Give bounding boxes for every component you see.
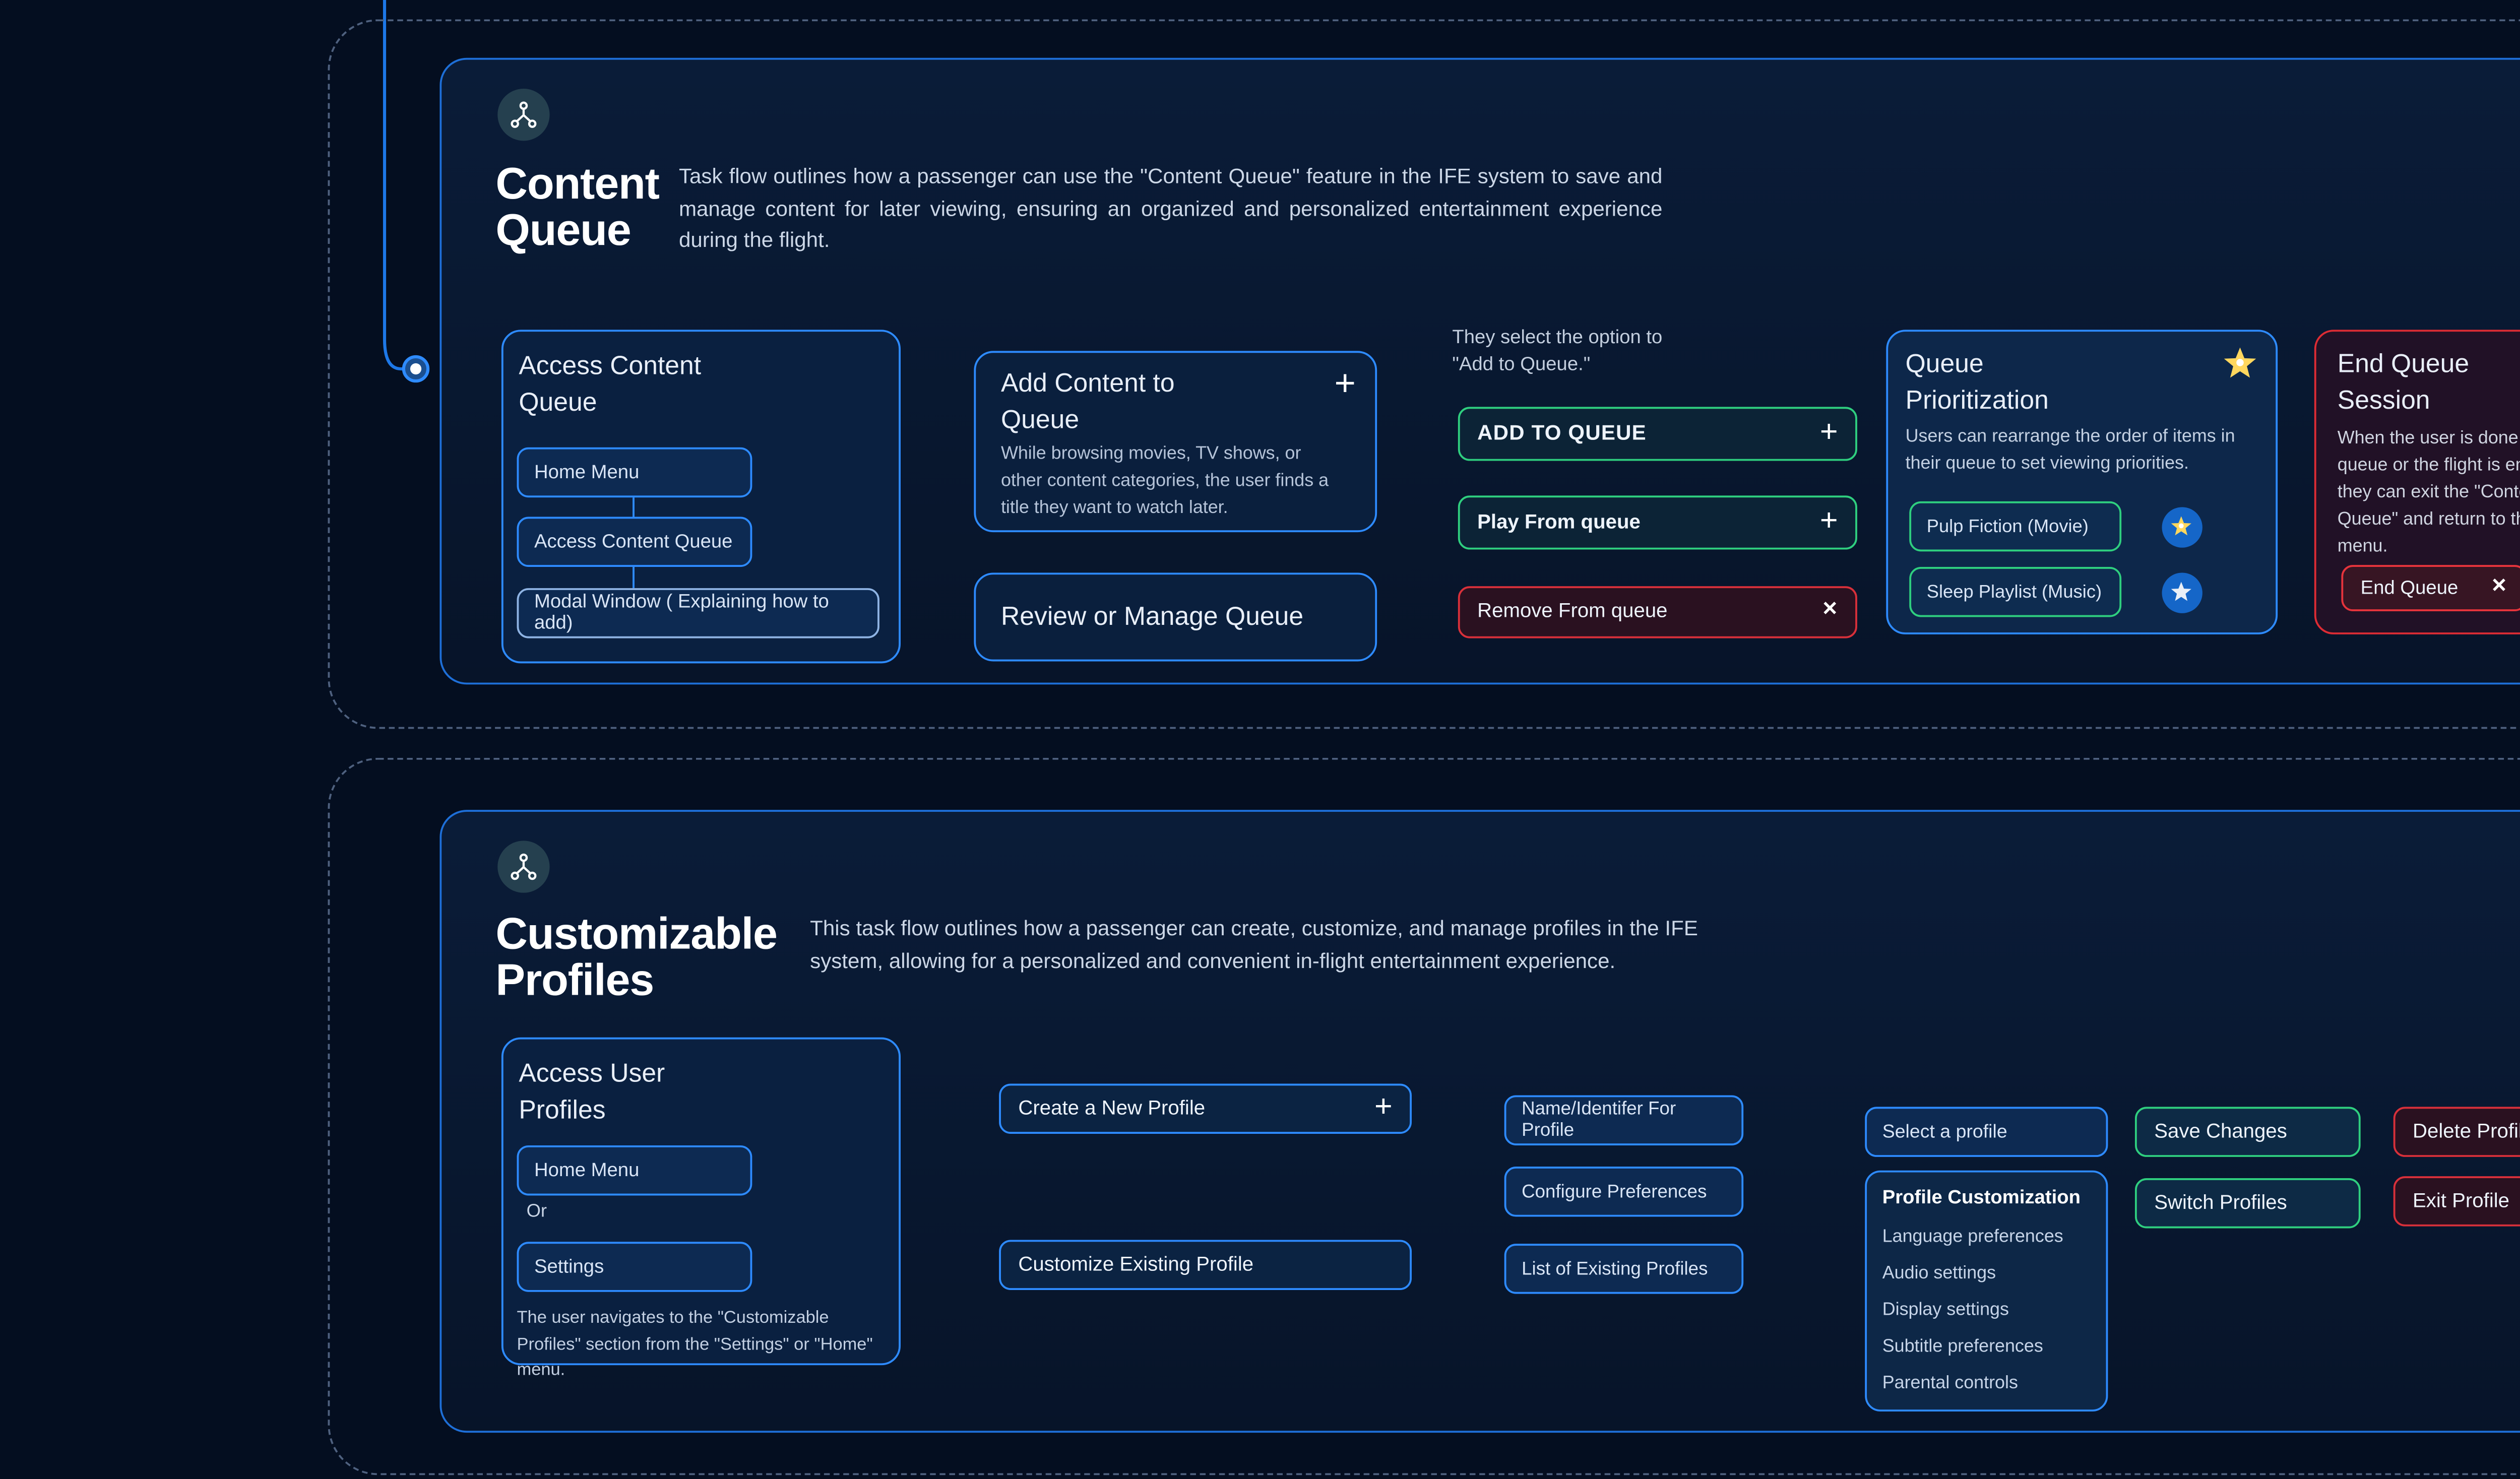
remove-from-queue-button[interactable]: Remove From queue ✕ [1458,585,1857,638]
queue-prioritization-card: Queue Prioritization Users can rearrange… [1886,330,2278,634]
exit-profile-button[interactable]: Exit Profile ✕ [2393,1176,2520,1227]
review-manage-card: Review or Manage Queue [974,572,1377,662]
button-label: Remove From queue [1477,600,1668,623]
end-queue-button[interactable]: End Queue ✕ [2341,565,2520,612]
flow-icon [497,89,550,141]
plus-icon: + [1374,1091,1393,1124]
close-icon: ✕ [2491,576,2507,598]
box-label: Configure Preferences [1522,1181,1707,1202]
end-card-body: When the user is done with their queue o… [2337,426,2520,556]
glowing-star-icon [2224,347,2256,378]
panel-item-language[interactable]: Language preferences [1882,1224,2063,1246]
step-access-content-queue[interactable]: Access Content Queue [517,517,752,567]
option-settings[interactable]: Settings [517,1242,752,1292]
delete-profile-button[interactable]: Delete Profile ✕ [2393,1107,2520,1157]
plus-icon: + [1334,364,1356,405]
option-label: Home Menu [534,1160,640,1181]
sitemap-icon [511,101,537,128]
queue-card-title: Queue Prioritization [1905,349,2049,414]
queue-item-pulp-fiction[interactable]: Pulp Fiction (Movie) [1909,501,2122,552]
end-queue-session-card: End Queue Session When the user is done … [2314,330,2520,634]
customizable-profiles-section-card: Customizable Profiles This task flow out… [439,810,2520,1433]
panel-item-display[interactable]: Display settings [1882,1298,2009,1319]
end-card-title: End Queue Session [2337,349,2470,414]
step-link [633,567,636,589]
add-content-card: Add Content to Queue + While browsing mo… [974,351,1377,533]
button-label: Customize Existing Profile [1018,1253,1254,1277]
sitemap-icon [511,853,537,880]
access-card-title: Access Content Queue [519,351,702,416]
select-option-note: They select the option to "Add to Queue.… [1452,328,1663,376]
button-label: Save Changes [2154,1120,2287,1144]
step-label: Modal Window ( Explaining how to add) [534,592,829,634]
section-description: This task flow outlines how a passenger … [810,918,1698,974]
switch-profiles-button[interactable]: Switch Profiles [2134,1178,2361,1229]
close-icon: ✕ [1821,600,1838,622]
box-label: Name/Identifer For Profile [1522,1099,1676,1142]
box-name-identifier[interactable]: Name/Identifer For Profile [1504,1095,1744,1145]
box-configure-preferences[interactable]: Configure Preferences [1504,1167,1744,1217]
step-link [633,497,636,517]
button-label: End Queue [2360,577,2459,599]
add-card-title: Add Content to Queue [1000,368,1175,433]
access-content-queue-card: Access Content Queue Home Menu Access Co… [501,330,901,664]
customize-existing-profile-button[interactable]: Customize Existing Profile [999,1240,1412,1290]
button-label: Exit Profile [2412,1189,2510,1213]
button-label: Create a New Profile [1018,1097,1206,1121]
step-label: Access Content Queue [534,531,733,553]
add-card-body: While browsing movies, TV shows, or othe… [1000,441,1329,518]
select-profile-box[interactable]: Select a profile [1865,1107,2108,1157]
content-queue-section-card: Content Queue Task flow outlines how a p… [439,57,2520,685]
create-new-profile-button[interactable]: Create a New Profile + [999,1083,1412,1134]
star-icon [2171,582,2191,601]
box-label: Select a profile [1882,1121,2007,1143]
priority-star-badge[interactable] [2161,571,2201,612]
box-list-existing-profiles[interactable]: List of Existing Profiles [1504,1244,1744,1294]
section-title: Customizable Profiles [495,908,778,1006]
queue-item-label: Sleep Playlist (Music) [1926,581,2102,603]
plus-icon: + [1819,504,1838,538]
content-queue-group-outline [328,19,2520,729]
step-label: Home Menu [534,462,640,483]
queue-card-body: Users can rearrange the order of items i… [1905,424,2235,473]
option-label: Settings [534,1256,604,1278]
panel-item-audio[interactable]: Audio settings [1882,1261,1996,1282]
flow-icon [497,841,550,893]
play-from-queue-button[interactable]: Play From queue + [1458,495,1857,549]
box-label: List of Existing Profiles [1522,1258,1708,1279]
button-label: ADD TO QUEUE [1477,422,1647,445]
button-label: Play From queue [1477,510,1641,534]
panel-item-subtitle[interactable]: Subtitle preferences [1882,1334,2043,1356]
priority-star-badge[interactable] [2161,506,2201,547]
queue-item-label: Pulp Fiction (Movie) [1926,516,2089,537]
section-description: Task flow outlines how a passenger can u… [678,166,1663,253]
step-home-menu[interactable]: Home Menu [517,447,752,498]
button-label: Switch Profiles [2154,1191,2287,1215]
queue-item-sleep-playlist[interactable]: Sleep Playlist (Music) [1909,567,2122,617]
plus-icon: + [1819,416,1838,449]
access-card-title: Access User Profiles [519,1058,665,1124]
review-card-title: Review or Manage Queue [1000,601,1304,630]
step-modal-window[interactable]: Modal Window ( Explaining how to add) [517,588,879,638]
profile-customization-panel: Profile Customization Language preferenc… [1865,1170,2108,1412]
add-to-queue-button[interactable]: ADD TO QUEUE + [1458,407,1857,460]
access-user-profiles-card: Access User Profiles Home Menu Or Settin… [501,1037,901,1379]
panel-item-parental[interactable]: Parental controls [1882,1371,2018,1392]
button-label: Delete Profile [2412,1120,2520,1144]
access-card-note: The user navigates to the "Customizable … [517,1307,873,1379]
save-changes-button[interactable]: Save Changes [2134,1107,2361,1157]
option-home-menu[interactable]: Home Menu [517,1145,752,1196]
profiles-group-outline [328,757,2520,1475]
or-separator: Or [526,1201,547,1223]
panel-header: Profile Customization [1882,1188,2081,1209]
section-title: Content Queue [495,158,660,255]
star-icon [2171,516,2191,536]
